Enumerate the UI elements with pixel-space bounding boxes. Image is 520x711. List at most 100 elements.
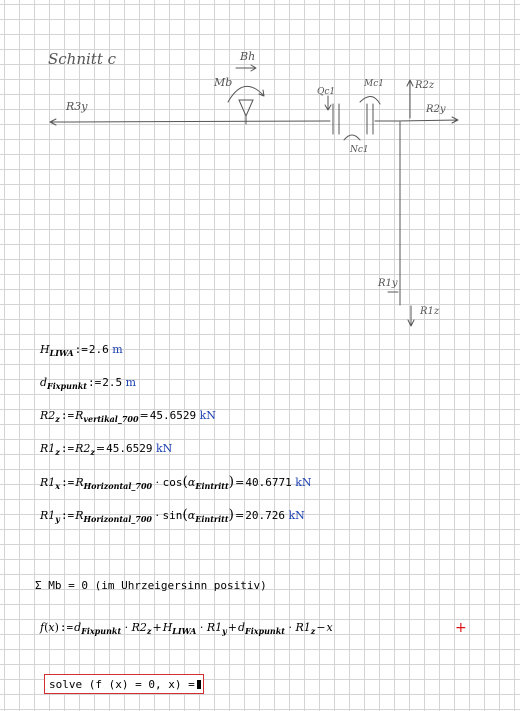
label-bh: Bh — [239, 50, 255, 63]
symbol: R2 — [40, 409, 56, 422]
equals-operator: = — [235, 476, 245, 489]
equation-h-liwa[interactable]: HLIWA:=2.6 m — [40, 343, 123, 358]
function-name: cos — [162, 476, 183, 489]
term2-factor: H — [162, 621, 173, 634]
term2-variable-sub: y — [222, 626, 227, 636]
equation-r1x[interactable]: R1x:=RHorizontal_700 · cos(αEintritt)=40… — [40, 474, 312, 491]
label-mc1: Mc1 — [363, 79, 384, 89]
equation-r2z[interactable]: R2z:=Rvertikal_700=45.6529 kN — [40, 409, 216, 424]
unit: kN — [295, 476, 312, 489]
argument-symbol: α — [187, 476, 196, 489]
term1-factor-sub: Fixpunkt — [81, 626, 122, 636]
rhs-symbol: R — [75, 509, 84, 522]
cut-left — [332, 103, 340, 135]
sketch-title: Schnitt c — [48, 50, 117, 68]
symbol: R1 — [40, 476, 56, 489]
value: 2.6 — [88, 343, 109, 356]
subscript: z — [55, 447, 60, 457]
arrow-r2y — [397, 116, 459, 124]
value: 45.6529 — [149, 409, 197, 422]
term3-factor: d — [237, 621, 246, 634]
symbol: R1 — [40, 509, 56, 522]
arrow-r2z — [406, 79, 414, 119]
unit: kN — [199, 409, 216, 422]
function-name: sin — [162, 509, 183, 522]
unit: kN — [155, 442, 173, 455]
label-nc1: Nc1 — [349, 145, 369, 155]
assign-operator: := — [61, 476, 75, 489]
unit: kN — [288, 509, 305, 522]
mc1-arc — [359, 96, 381, 105]
solve-region[interactable]: solve (f (x) = 0, x) = — [44, 674, 204, 694]
paren-close: ) — [54, 621, 59, 634]
term1-factor: d — [74, 621, 82, 634]
label-r3y: R3y — [65, 100, 88, 113]
argument-subscript: Eintritt — [195, 514, 229, 524]
value: 20.726 — [245, 509, 285, 522]
symbol: R1 — [40, 442, 56, 455]
term2-variable: R1 — [206, 621, 223, 634]
qc1-arrow — [324, 95, 332, 111]
function-variable: x — [48, 621, 55, 634]
term1-variable: R2 — [131, 621, 147, 634]
rhs-subscript: Horizontal_700 — [83, 481, 153, 491]
rhs-subscript: z — [90, 447, 95, 457]
label-qc1: Qc1 — [317, 87, 335, 97]
equation-r1y[interactable]: R1y:=RHorizontal_700 · sin(αEintritt)=20… — [40, 507, 305, 524]
term3-variable: R1 — [295, 621, 311, 634]
function-variable: x — [326, 621, 333, 634]
arrow-bh — [235, 64, 257, 72]
equals-operator: = — [95, 442, 106, 455]
plus-operator: + — [152, 621, 162, 634]
symbol: H — [40, 343, 50, 356]
function-definition[interactable]: f(x):=dFixpunkt · R2z+HLIWA · R1y+dFixpu… — [40, 621, 333, 636]
term3-factor-sub: Fixpunkt — [245, 626, 285, 636]
equation-r1z[interactable]: R1z:=R2z=45.6529 kN — [40, 442, 172, 457]
rhs-subscript: vertikal_700 — [83, 414, 139, 424]
rhs-symbol: R — [75, 476, 84, 489]
paren-open: ( — [182, 474, 188, 490]
nc1-arc — [343, 134, 361, 141]
equation-d-fixpunkt[interactable]: dFixpunkt:=2.5 m — [40, 376, 136, 391]
solve-expression: solve (f (x) = 0, x) = — [49, 678, 195, 691]
assign-operator: := — [88, 376, 102, 389]
argument-subscript: Eintritt — [195, 481, 229, 491]
argument-symbol: α — [187, 509, 196, 522]
term2-factor-sub: LIWA — [172, 626, 197, 636]
arrow-r1z — [407, 305, 415, 327]
cut-right — [366, 103, 374, 135]
label-r2z: R2z — [414, 80, 435, 91]
term1-variable-sub: z — [146, 626, 152, 636]
paren-open: ( — [182, 507, 188, 523]
value: 2.5 — [102, 376, 123, 389]
subscript: y — [55, 514, 60, 524]
moment-mb — [227, 86, 265, 103]
value: 45.6529 — [106, 442, 153, 455]
rhs-symbol: R2 — [75, 442, 91, 455]
assign-operator: := — [74, 343, 88, 356]
free-body-sketch: Schnitt c Bh Mb Qc1 Mc1 Nc1 R2z R2y R3y … — [48, 50, 459, 327]
rhs-subscript: Horizontal_700 — [83, 514, 152, 524]
label-r1y: R1y — [377, 278, 398, 289]
minus-operator: − — [316, 621, 326, 634]
moment-sum-note[interactable]: Σ Mb = 0 (im Uhrzeigersinn positiv) — [35, 579, 267, 592]
paren-close: ) — [228, 474, 235, 490]
assign-operator: := — [60, 409, 75, 422]
subscript: LIWA — [49, 348, 74, 358]
beam-left — [69, 120, 331, 123]
assign-operator: := — [59, 621, 74, 634]
assign-operator: := — [60, 442, 75, 455]
subscript: z — [55, 414, 60, 424]
unit: m — [112, 343, 123, 356]
text-cursor — [196, 680, 201, 689]
value: 40.6771 — [245, 476, 292, 489]
add-region-marker-icon[interactable]: + — [455, 620, 467, 636]
label-mb: Mb — [213, 76, 232, 89]
plus-operator: + — [227, 621, 237, 634]
subscript: Fixpunkt — [47, 381, 87, 391]
paren-close: ) — [228, 507, 234, 523]
label-r1z: R1z — [419, 306, 440, 317]
term3-variable-sub: z — [310, 626, 316, 636]
subscript: x — [55, 481, 61, 491]
paren-open: ( — [44, 621, 49, 634]
